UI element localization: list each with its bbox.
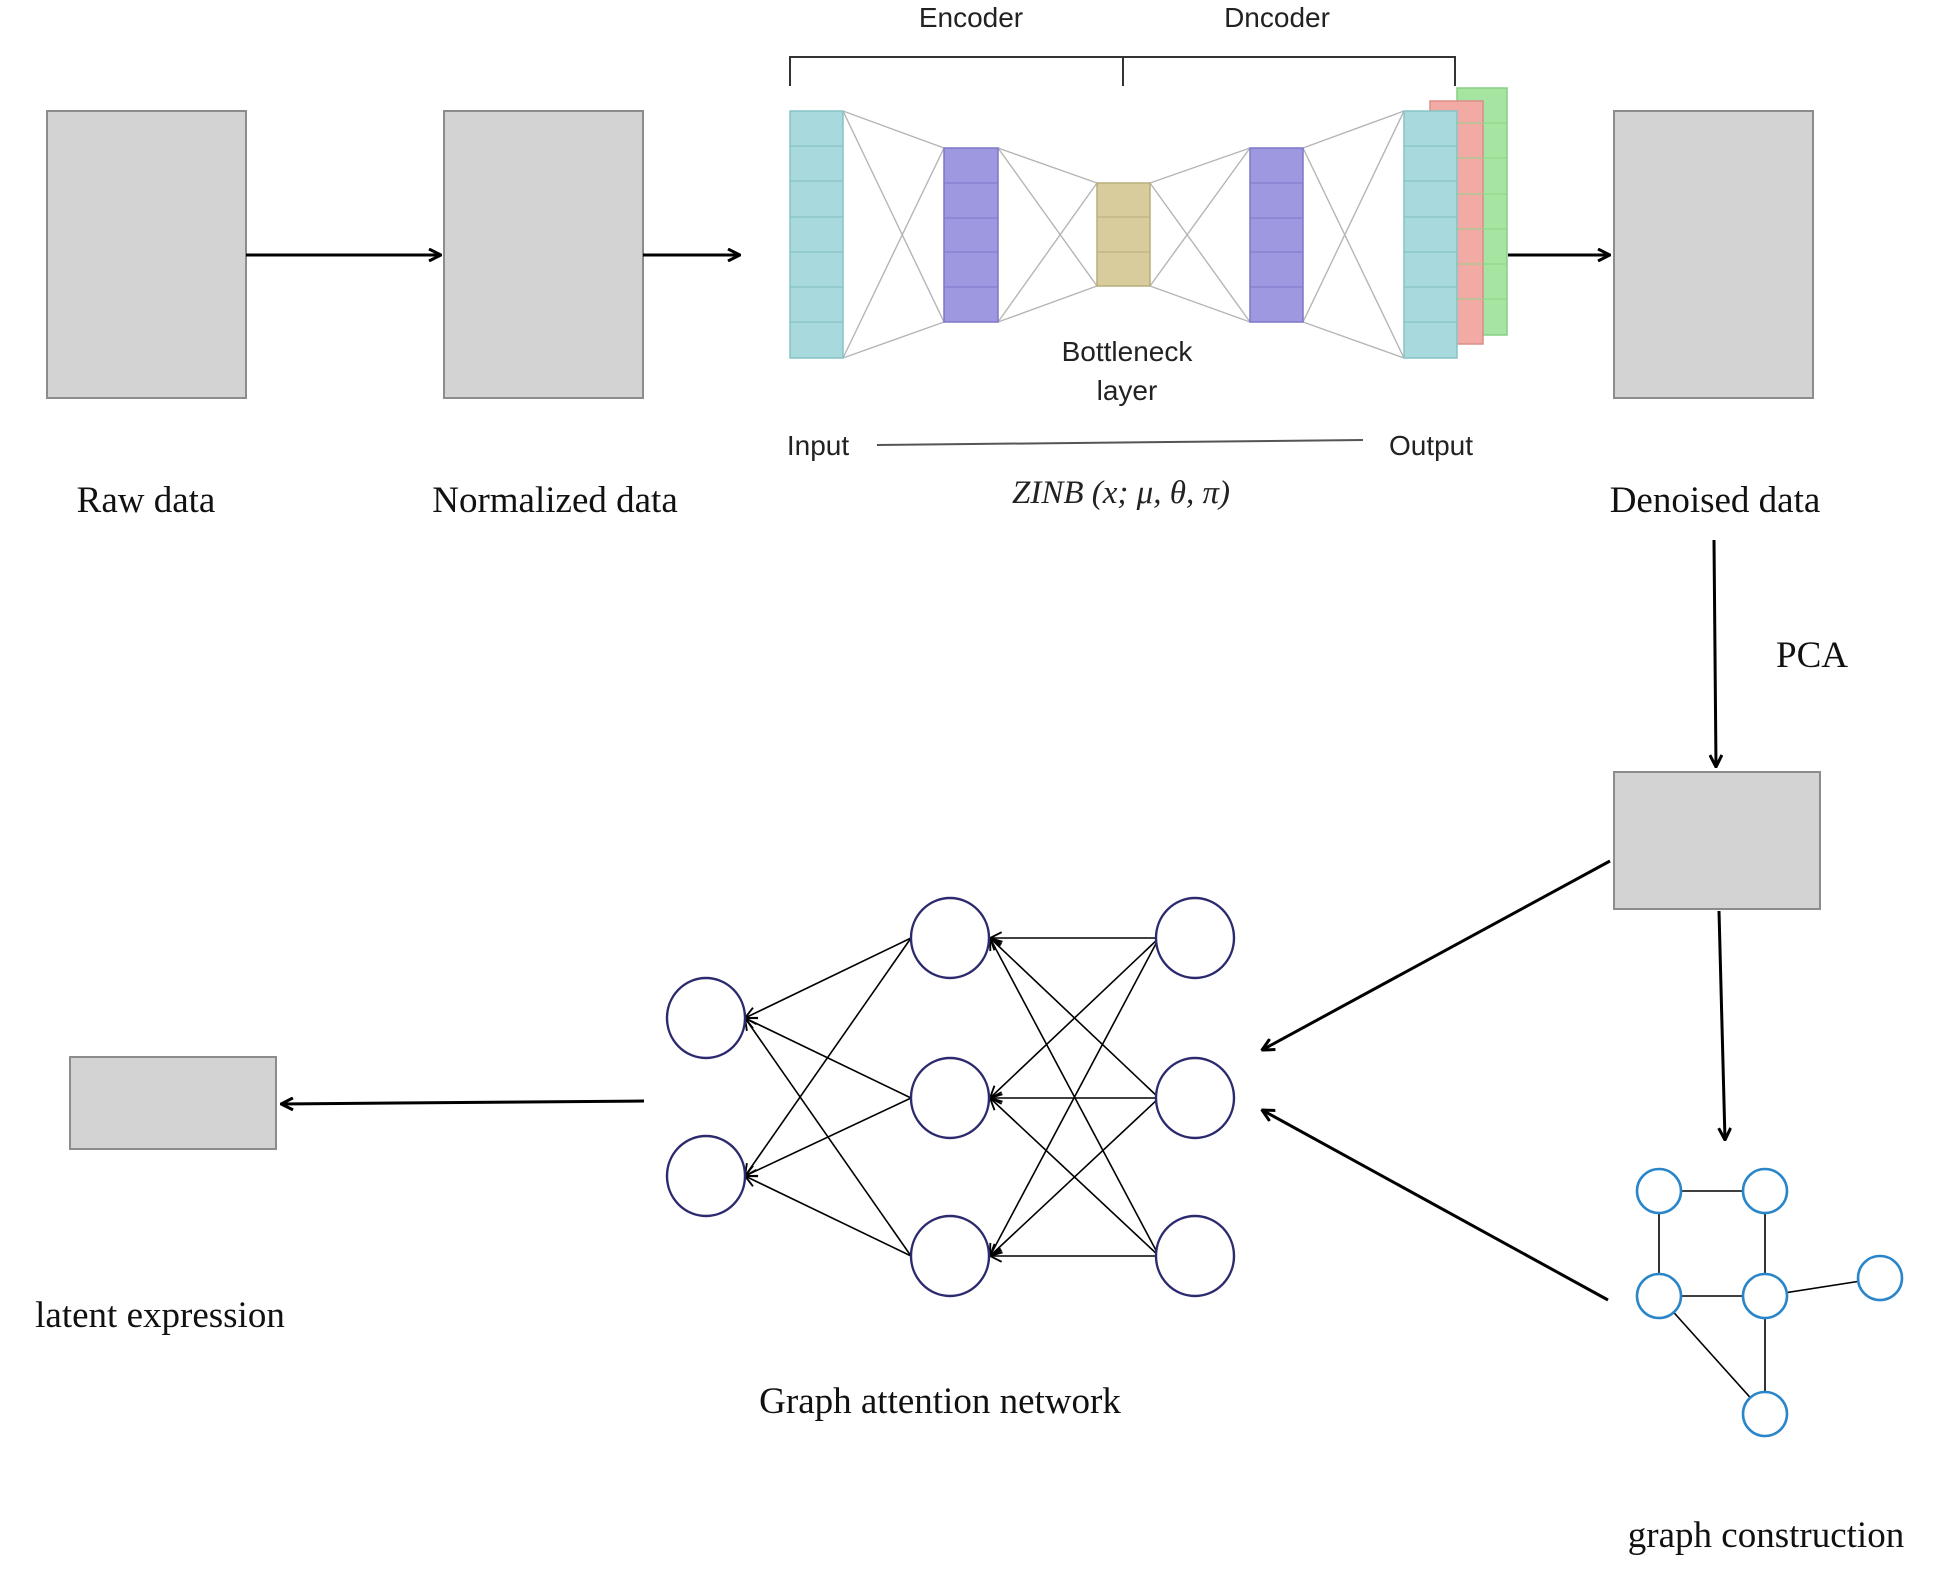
gat-node-m1 — [909, 896, 991, 980]
output-green-dividers — [1457, 122, 1507, 300]
input-layer — [789, 110, 844, 359]
graph-node-2 — [1741, 1167, 1789, 1215]
graph-node-4 — [1741, 1272, 1789, 1320]
encoder-hidden-dividers — [944, 182, 998, 288]
gat-node-r3 — [1154, 1214, 1236, 1298]
output-layer-cyan — [1403, 110, 1458, 359]
arrow-pca-to-gat — [1262, 859, 1611, 1050]
gat-node-m2 — [909, 1056, 991, 1140]
graph-construction-label: graph construction — [1628, 1515, 1904, 1556]
gat-label: Graph attention network — [759, 1381, 1121, 1422]
pca-label: PCA — [1776, 635, 1848, 676]
denoised-data-block — [1613, 110, 1814, 399]
autoencoder — [789, 56, 1508, 446]
input-output-line — [876, 439, 1364, 446]
input-layer-dividers — [790, 145, 843, 323]
normalized-data-block — [443, 110, 644, 399]
gat-node-r2 — [1154, 1056, 1236, 1140]
gat-node-l1 — [665, 976, 747, 1060]
bottleneck-layer — [1096, 182, 1151, 287]
graph-node-3 — [1635, 1272, 1683, 1320]
graph-node-5 — [1856, 1254, 1904, 1302]
latent-expression-label: latent expression — [35, 1295, 285, 1336]
latent-expression-block — [69, 1056, 277, 1150]
arrow-pca-to-graph — [1717, 910, 1725, 1140]
gat-node-l2 — [665, 1134, 747, 1218]
decoder-hidden-layer — [1249, 147, 1304, 323]
pca-block — [1613, 771, 1821, 910]
constructed-graph — [1635, 1167, 1904, 1438]
decoder-label: Dncoder — [1224, 2, 1330, 33]
input-label: Input — [787, 430, 849, 461]
raw-data-label: Raw data — [77, 480, 216, 521]
autoencoder-connections — [842, 110, 1405, 359]
gat-node-r1 — [1154, 896, 1236, 980]
arrow-graph-to-gat — [1262, 1110, 1609, 1302]
encoder-decoder-bracket — [789, 56, 1456, 86]
encoder-hidden-layer — [943, 147, 999, 323]
denoised-data-label: Denoised data — [1610, 480, 1821, 521]
normalized-data-label: Normalized data — [432, 480, 678, 521]
decoder-hidden-dividers — [1250, 182, 1303, 288]
bottleneck-label-line1: Bottleneck — [1062, 336, 1194, 367]
graph-node-6 — [1741, 1390, 1789, 1438]
arrow-gat-to-latent — [281, 1101, 645, 1104]
graph-attention-network — [665, 896, 1236, 1298]
output-label: Output — [1389, 430, 1473, 461]
raw-data-block — [46, 110, 247, 399]
bottleneck-label-line2: layer — [1097, 375, 1158, 406]
output-layer-dividers — [1404, 145, 1457, 323]
encoder-label: Encoder — [919, 2, 1023, 33]
graph-node-1 — [1635, 1167, 1683, 1215]
arrow-denoised-to-pca — [1714, 539, 1716, 767]
gat-edges — [745, 938, 1160, 1256]
zinb-label: ZINB (x; μ, θ, π) — [1012, 475, 1230, 511]
gat-node-m3 — [909, 1214, 991, 1298]
bottleneck-dividers — [1097, 216, 1150, 253]
